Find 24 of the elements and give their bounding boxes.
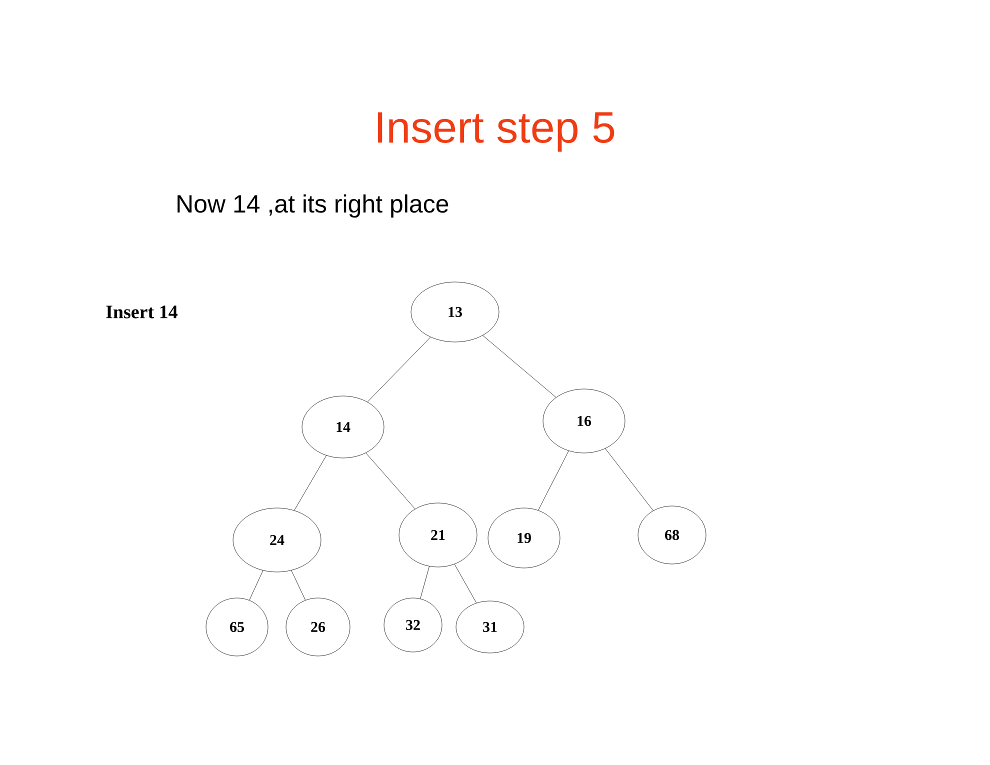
tree-edge (538, 450, 569, 510)
tree-edge (249, 570, 264, 600)
tree-edge (420, 566, 430, 599)
tree-node: 14 (302, 396, 384, 458)
tree-edge (294, 455, 327, 511)
tree-edge (366, 452, 416, 510)
tree-node: 24 (232, 508, 322, 572)
tree-edge (605, 448, 654, 511)
tree-node: 16 (542, 388, 626, 454)
tree-edge (454, 564, 477, 604)
tree-node: 68 (638, 506, 706, 564)
tree-edge (291, 570, 306, 600)
title: Insert step 5 (378, 112, 614, 152)
tree-edge (482, 335, 556, 398)
tree-node: 26 (286, 598, 350, 656)
tree-node: 19 (488, 508, 560, 568)
insert-label: Insert 14 (106, 306, 178, 318)
tree-node: 31 (456, 600, 524, 654)
tree-node: 32 (384, 598, 442, 652)
tree-edge (367, 336, 431, 402)
tree-node: 65 (206, 598, 268, 656)
tree-node: 21 (398, 502, 478, 568)
subtitle: Now 14 ,at its right place (178, 194, 448, 218)
tree-node: 13 (410, 282, 500, 342)
